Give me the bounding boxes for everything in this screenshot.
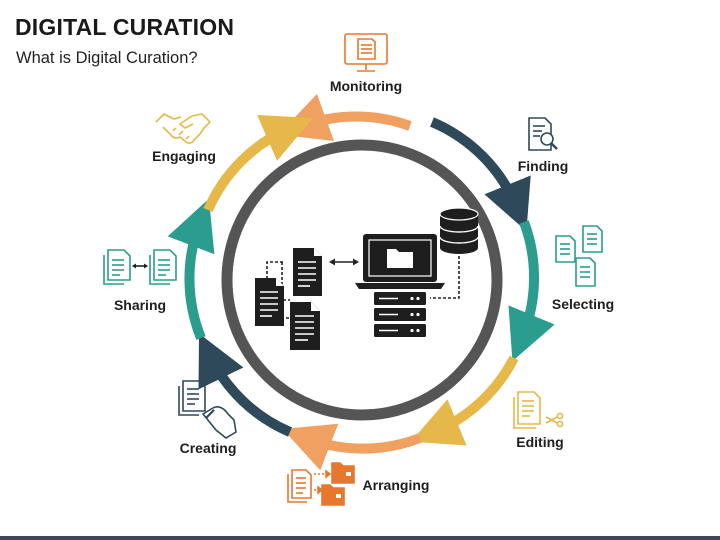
document-pen-hand-icon xyxy=(178,380,237,439)
double-arrow-icon xyxy=(329,258,359,266)
document-search-icon xyxy=(528,117,558,151)
database-icon xyxy=(439,207,479,254)
stage-label-editing: Editing xyxy=(516,434,563,450)
cycle-arrow-top xyxy=(278,93,412,141)
cycle-arrow-bottom-right xyxy=(410,355,519,446)
document-to-folders-icon xyxy=(287,462,355,506)
laptop-folder-icon xyxy=(355,234,445,289)
server-rack-icon xyxy=(374,292,426,337)
documents-stack-icon xyxy=(555,225,603,287)
center-illustration xyxy=(255,207,479,350)
database-server-link xyxy=(430,256,460,299)
cycle-arrow-left xyxy=(167,198,215,340)
footer-bar xyxy=(0,536,720,540)
cycle-arrow-bottom xyxy=(282,423,422,471)
page-title: DIGITAL CURATION xyxy=(15,14,235,40)
document-exchange-icon xyxy=(103,249,177,285)
stage-label-monitoring: Monitoring xyxy=(330,78,402,94)
page-subtitle: What is Digital Curation? xyxy=(16,49,198,67)
stage-label-arranging: Arranging xyxy=(363,477,430,493)
handshake-icon xyxy=(155,113,211,144)
document-tree-icon xyxy=(255,248,322,350)
stage-label-engaging: Engaging xyxy=(152,148,216,164)
stage-label-sharing: Sharing xyxy=(114,297,166,313)
stage-label-selecting: Selecting xyxy=(552,296,614,312)
cycle-arrow-bottom-left xyxy=(198,333,293,437)
cycle-arrow-top-right xyxy=(430,117,531,232)
stage-label-creating: Creating xyxy=(180,440,237,456)
cycle-arrows xyxy=(167,93,555,471)
document-scissors-icon xyxy=(513,391,564,429)
monitor-document-icon xyxy=(344,33,388,72)
cycle-arrow-right xyxy=(508,220,555,362)
cycle-arrow-top-left xyxy=(203,115,313,213)
stage-label-finding: Finding xyxy=(518,158,569,174)
